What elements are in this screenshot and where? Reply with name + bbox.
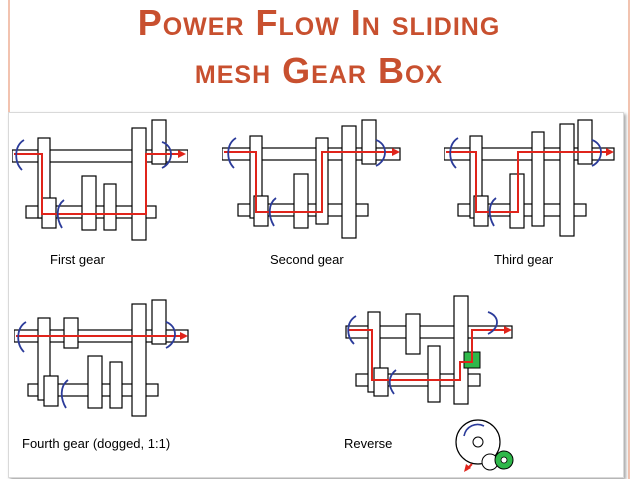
reverse-gear-diagram (345, 295, 514, 472)
input-shaft (345, 325, 513, 339)
sliding-gear (531, 131, 545, 227)
second-gear-diagram (222, 119, 401, 239)
rotation-arrow (161, 141, 172, 169)
sliding-gear (405, 313, 421, 355)
power-flow-arrowhead (178, 150, 186, 158)
rotation-arrow (227, 137, 237, 169)
layshaft-gear (43, 375, 59, 407)
second-gear-caption: Second gear (270, 252, 344, 267)
power-flow-path (14, 153, 184, 215)
sliding-gear (293, 173, 309, 229)
slide-title-line-2: mesh Gear Box (194, 50, 444, 91)
rotation-arrow (165, 321, 176, 349)
output-gear (361, 119, 377, 165)
rotation-arrow (488, 197, 497, 227)
rotation-arrow (449, 137, 459, 169)
output-gear (151, 299, 167, 345)
layshaft-gear (373, 367, 389, 397)
third-gear-diagram (444, 119, 615, 237)
power-flow-path (446, 151, 610, 213)
output-gear (131, 127, 147, 241)
fourth-gear-caption: Fourth gear (dogged, 1:1) (22, 436, 171, 451)
slide-right-border (628, 0, 630, 479)
rotation-arrow (487, 311, 498, 335)
rotation-arrow (347, 315, 357, 345)
sliding-gear (87, 355, 103, 409)
slide-title-line-1: Power Flow In sliding (137, 2, 501, 43)
first-gear-diagram (12, 119, 188, 241)
sliding-gear (109, 361, 123, 409)
power-flow-arrowhead (606, 148, 614, 156)
rotation-arrow (15, 139, 25, 171)
third-gear-caption: Third gear (494, 252, 554, 267)
output-gear (577, 119, 593, 165)
power-flow-arrowhead (392, 148, 400, 156)
output-gear (559, 123, 575, 237)
inset-flow-arrowhead (464, 464, 471, 472)
rotation-arrow (17, 321, 27, 353)
sliding-gear (103, 183, 117, 231)
output-gear (341, 125, 357, 239)
power-flow-path (224, 151, 396, 213)
reverse-caption: Reverse (344, 436, 393, 451)
fourth-gear-diagram (14, 299, 189, 417)
slide-left-border (8, 0, 10, 112)
rotation-arrow (388, 369, 397, 395)
inset-idler-hub (500, 456, 508, 464)
rotation-arrow (60, 379, 69, 409)
rotation-arrow (56, 199, 65, 229)
power-flow-arrowhead (180, 332, 188, 340)
output-gear (453, 295, 469, 405)
sliding-gear (81, 175, 97, 231)
rotation-arrow (591, 139, 602, 167)
output-gear (131, 303, 147, 417)
sliding-gear (63, 317, 79, 349)
rotation-arrow (375, 139, 386, 167)
power-flow-arrowhead (504, 326, 512, 334)
first-gear-caption: First gear (50, 252, 105, 267)
rotation-arrow (268, 197, 277, 227)
power-flow-path (348, 329, 508, 381)
sliding-gear (427, 345, 441, 403)
reverse-idler-inset (455, 419, 514, 472)
inset-layshaft-hub (472, 436, 484, 448)
inset-rotation-arrow (463, 423, 485, 437)
